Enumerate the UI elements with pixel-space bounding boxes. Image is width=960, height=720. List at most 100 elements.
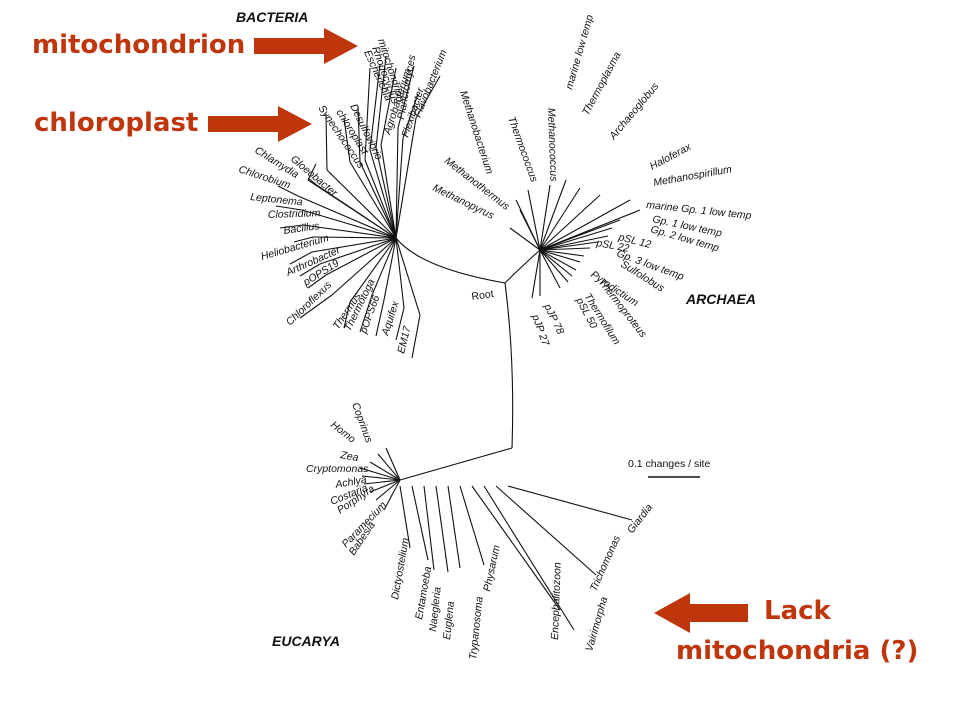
bacteria-branch — [349, 237, 397, 303]
bacteria-branch — [395, 127, 399, 239]
eucarya-branch — [369, 479, 401, 493]
eucarya-branch — [423, 485, 435, 571]
archaea-branch — [539, 184, 551, 251]
taxon-label: Archaeoglobus — [606, 80, 661, 143]
bacteria-leaf-branch — [289, 251, 313, 265]
bacteria-leaf-branch — [402, 93, 419, 139]
bacteria-branch — [311, 237, 397, 253]
taxon-label: marine low temp — [563, 13, 596, 91]
eucarya-branch — [383, 479, 401, 511]
archaea-branch — [539, 187, 581, 251]
taxon-label: Dictyostelium — [389, 537, 412, 601]
bacteria-branch — [375, 147, 397, 239]
domain-label-archaea: ARCHAEA — [685, 291, 756, 307]
eucarya-branch — [435, 485, 449, 573]
bacteria-leaf-branch — [415, 75, 441, 119]
taxon-label: Trypanosoma — [467, 596, 486, 660]
eucarya-branch — [363, 479, 401, 485]
bacteria-branch — [395, 237, 421, 316]
bacteria-branch — [331, 237, 397, 296]
taxon-label: Leptonema — [250, 191, 304, 208]
bacteria-leaf-branch — [343, 301, 351, 329]
bacteria-leaf-branch — [397, 65, 415, 129]
taxon-label: Zea — [338, 449, 359, 464]
taxon-label: Thermococcus — [505, 115, 540, 185]
bacteria-branch — [369, 149, 397, 239]
taxon-label: Methanococcus — [545, 108, 560, 183]
taxon-label: pSL 22 — [594, 237, 630, 255]
lack-mitochondria-arrow — [654, 593, 748, 633]
archaea-branch — [539, 247, 591, 251]
taxon-label: Bacillus — [283, 220, 321, 237]
eucarya-branch — [359, 467, 401, 481]
mitochondrion-callout: mitochondrion — [32, 30, 246, 60]
bacteria-branch — [364, 159, 397, 239]
backbone-bacteria-root — [395, 237, 506, 284]
bacteria-leaf-branch — [279, 224, 304, 229]
archaea-branch — [539, 194, 601, 251]
lack-mitochondria-callout-line1: Lack — [764, 596, 831, 626]
eucarya-branch — [361, 475, 401, 481]
bacteria-leaf-branch — [375, 55, 387, 149]
backbone-eucarya-crown — [399, 447, 513, 481]
bacteria-leaf-branch — [369, 63, 381, 151]
archaea-branch — [539, 249, 573, 277]
chloroplast-callout: chloroplast — [34, 108, 199, 138]
bacteria-leaf-branch — [307, 163, 317, 181]
taxon-label: Physarum — [481, 544, 503, 593]
taxon-label: Methanobacterium — [457, 89, 495, 176]
taxon-label: Methanospirillum — [652, 163, 732, 189]
bacteria-leaf-branch — [299, 294, 333, 319]
archaea-branch — [539, 249, 569, 283]
bacteria-branch — [312, 236, 397, 239]
eucarya-branch — [507, 485, 633, 521]
taxon-label: Homo — [328, 419, 358, 446]
bacteria-branch — [395, 117, 417, 239]
bacteria-leaf-branch — [357, 105, 361, 163]
taxon-label: Haloferax — [648, 141, 694, 173]
archaea-branch — [519, 209, 541, 251]
bacteria-leaf-branch — [299, 263, 321, 277]
backbone-root-archaea — [504, 249, 541, 284]
bacteria-branch — [297, 195, 397, 239]
bacteria-leaf-branch — [395, 307, 405, 341]
mitochondrion-arrow — [254, 28, 358, 64]
archaea-branch — [539, 249, 561, 289]
bacteria-branch — [371, 237, 397, 296]
taxon-label: Clostridium — [268, 207, 321, 221]
bacteria-leaf-branch — [275, 205, 303, 211]
taxon-label: Cryptomonas — [306, 463, 369, 475]
archaea-branch — [539, 179, 567, 251]
bacteria-branch — [319, 237, 397, 265]
bacteria-leaf-branch — [375, 299, 385, 337]
eucarya-branch — [459, 485, 485, 566]
domain-label-eucarya: EUCARYA — [272, 633, 340, 649]
archaea-branch — [509, 227, 541, 251]
bacteria-leaf-branch — [325, 113, 328, 171]
archaea-branch — [539, 227, 613, 251]
backbone-root-eucarya — [504, 282, 514, 449]
eucarya-branch — [411, 485, 429, 561]
eucarya-branch — [495, 485, 597, 576]
archaea-branch — [539, 199, 631, 251]
bacteria-leaf-branch — [380, 67, 397, 146]
eucarya-branch — [385, 447, 401, 481]
archaea-branch — [539, 235, 609, 251]
archaea-branch — [539, 249, 585, 257]
taxon-label: Naegleria — [427, 586, 444, 632]
archaea-branch — [539, 241, 599, 251]
bacteria-branch — [395, 137, 404, 239]
scale-bar-label: 0.1 changes / site — [628, 458, 710, 470]
taxon-label: Vairimorpha — [583, 595, 610, 653]
bacteria-branch — [380, 144, 397, 239]
bacteria-leaf-branch — [293, 236, 314, 243]
eucarya-branch — [377, 453, 401, 481]
archaea-branch — [539, 249, 577, 271]
root-label: Root — [471, 288, 495, 303]
bacteria-branch — [301, 209, 397, 239]
bacteria-branch — [325, 237, 397, 276]
taxon-label: Achlya — [333, 474, 367, 491]
bacteria-branch — [383, 237, 397, 301]
eucarya-branch — [375, 479, 401, 501]
archaea-branch — [539, 249, 581, 263]
